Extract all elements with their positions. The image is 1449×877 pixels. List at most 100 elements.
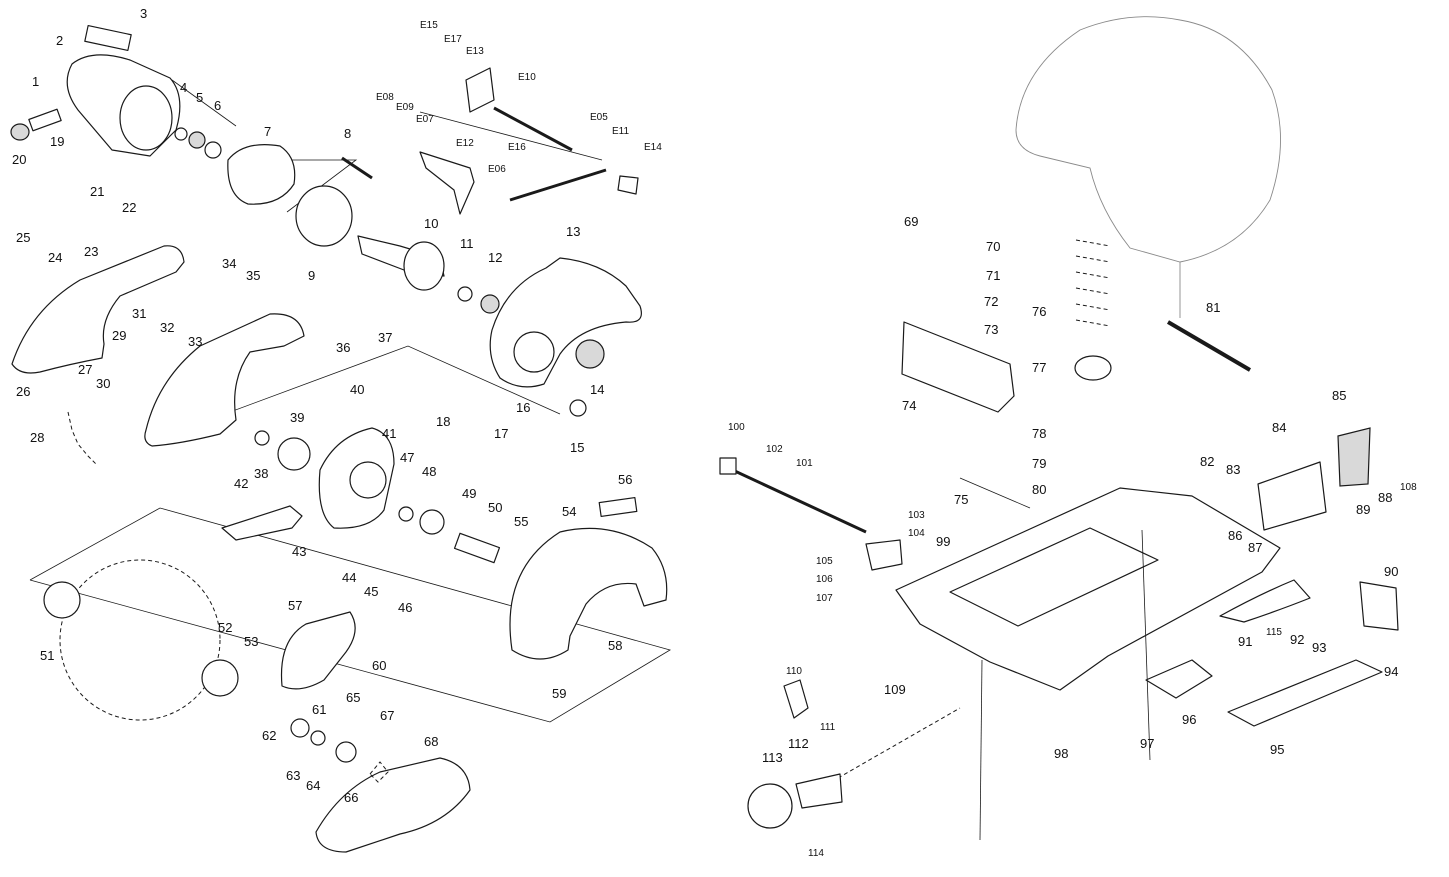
part-label: 47 [400,450,414,465]
part-label: 7 [264,124,271,139]
part-label: 31 [132,306,146,321]
part-label: 3 [140,6,147,21]
part-label: 45 [364,584,378,599]
part-label: 10 [424,216,438,231]
part-label: 1 [32,74,39,89]
part-label: 8 [344,126,351,141]
part-label: 86 [1228,528,1242,543]
part-label: 93 [1312,640,1326,655]
part-label: 56 [618,472,632,487]
part-label: 74 [902,398,916,413]
part-label: 24 [48,250,62,265]
part-label: 71 [986,268,1000,283]
part-label: E09 [396,102,414,113]
part-label: 59 [552,686,566,701]
part-label: 39 [290,410,304,425]
part-label: 55 [514,514,528,529]
part-label: E13 [466,46,484,57]
handle [11,245,185,374]
part-label: 18 [436,414,450,429]
part-label: 20 [12,152,26,167]
part-label: E16 [508,142,526,153]
part-label: 26 [16,384,30,399]
part-label: E15 [420,20,438,31]
part-label: 16 [516,400,530,415]
part-label: 17 [494,426,508,441]
part-label: 6 [214,98,221,113]
part-label: 52 [218,620,232,635]
part-label: 72 [984,294,998,309]
part-label: 92 [1290,632,1304,647]
part-label: E06 [488,164,506,175]
part-label: 33 [188,334,202,349]
part-label: 35 [246,268,260,283]
part-label: 73 [984,322,998,337]
part-label: 25 [16,230,30,245]
part-label: 95 [1270,742,1284,757]
base-assembly [719,16,1399,841]
part-label: E11 [612,126,629,137]
part-label: 76 [1032,304,1046,319]
part-label: 58 [608,638,622,653]
part-label: E10 [518,72,536,83]
part-label: 113 [762,750,783,765]
part-label: 69 [904,214,918,229]
part-label: 82 [1200,454,1214,469]
part-label: 110 [786,666,802,677]
part-label: 28 [30,430,44,445]
part-label: 108 [1400,482,1417,493]
part-label: 49 [462,486,476,501]
part-label: 90 [1384,564,1398,579]
part-label: E08 [376,92,394,103]
part-label: 84 [1272,420,1286,435]
part-label: 103 [908,510,925,521]
part-label: 63 [286,768,300,783]
part-label: 111 [820,722,836,733]
part-label: 2 [56,33,63,48]
part-label: 46 [398,600,412,615]
part-label: 60 [372,658,386,673]
part-label: 87 [1248,540,1262,555]
part-label: 53 [244,634,258,649]
part-label: 43 [292,544,306,559]
part-label: 23 [84,244,98,259]
part-label: 85 [1332,388,1346,403]
part-label: 102 [766,444,783,455]
part-label: 30 [96,376,110,391]
part-label: 19 [50,134,64,149]
part-label: 88 [1378,490,1392,505]
part-label: 91 [1238,634,1252,649]
part-label: 42 [234,476,248,491]
lower-guard [315,757,471,853]
part-label: 96 [1182,712,1196,727]
part-label: 15 [570,440,584,455]
part-label: 11 [460,236,474,251]
part-label: 98 [1054,746,1068,761]
switch-components [419,67,639,215]
part-label: 36 [336,340,350,355]
part-label: 70 [986,239,1000,254]
part-label: 29 [112,328,126,343]
part-label: 97 [1140,736,1154,751]
part-label: 4 [180,80,187,95]
part-label: 62 [262,728,276,743]
part-label: 22 [122,200,136,215]
part-label: 94 [1384,664,1398,679]
part-label: 115 [1266,627,1282,638]
part-label: 32 [160,320,174,335]
part-label: 14 [590,382,604,397]
part-label: 83 [1226,462,1240,477]
field-coil [227,144,296,205]
part-label: 79 [1032,456,1046,471]
part-label: 40 [350,382,364,397]
part-label: 44 [342,570,356,585]
part-label: 9 [308,268,315,283]
part-label: 13 [566,224,580,239]
gear-housing [489,257,642,388]
part-label: 41 [382,426,396,441]
part-label: 27 [78,362,92,377]
part-label: 54 [562,504,576,519]
part-label: E05 [590,112,608,123]
part-label: 66 [344,790,358,805]
